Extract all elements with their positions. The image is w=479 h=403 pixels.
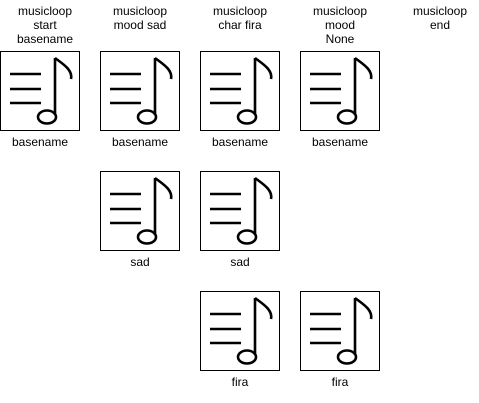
header-line: None <box>325 32 355 46</box>
music-tile-mood-sad-basename[interactable]: basename <box>100 51 180 149</box>
header-line: mood <box>324 18 356 32</box>
tile-label: fira <box>231 375 249 389</box>
header-line: basename <box>16 32 74 46</box>
tile-label: basename <box>311 135 369 149</box>
music-note-icon <box>110 176 173 245</box>
column-header-start: musicloop start basename <box>0 4 90 46</box>
column-header-end: musicloop end <box>395 4 479 32</box>
header-line: musicloop <box>17 4 73 18</box>
music-tile-frame <box>0 51 80 131</box>
column-header-mood-none: musicloop mood None <box>295 4 385 46</box>
music-note-icon <box>110 56 173 125</box>
music-tile-char-fira-basename[interactable]: basename <box>200 51 280 149</box>
header-line: char fira <box>218 18 262 32</box>
music-note-icon <box>310 296 373 365</box>
column-header-mood-sad: musicloop mood sad <box>95 4 185 32</box>
header-line: musicloop <box>412 4 468 18</box>
header-line: musicloop <box>112 4 168 18</box>
tile-label: fira <box>331 375 349 389</box>
music-tile-frame <box>200 291 280 371</box>
tile-label: basename <box>211 135 269 149</box>
music-note-icon <box>310 56 373 125</box>
music-tile-mood-none-fira[interactable]: fira <box>300 291 380 389</box>
music-tile-mood-none-basename[interactable]: basename <box>300 51 380 149</box>
music-tile-frame <box>100 51 180 131</box>
music-tile-frame <box>200 51 280 131</box>
tile-label: basename <box>11 135 69 149</box>
music-tile-start-basename[interactable]: basename <box>0 51 80 149</box>
music-note-icon <box>10 56 73 125</box>
tile-label: sad <box>230 255 250 269</box>
music-tile-frame <box>100 171 180 251</box>
music-tile-char-fira-sad[interactable]: sad <box>200 171 280 269</box>
music-tile-frame <box>200 171 280 251</box>
music-tile-mood-sad-sad[interactable]: sad <box>100 171 180 269</box>
tile-label: basename <box>111 135 169 149</box>
column-header-char-fira: musicloop char fira <box>195 4 285 32</box>
music-tile-char-fira-fira[interactable]: fira <box>200 291 280 389</box>
header-line: mood sad <box>113 18 167 32</box>
header-line: musicloop <box>212 4 268 18</box>
header-line: musicloop <box>312 4 368 18</box>
tile-label: sad <box>130 255 150 269</box>
music-note-icon <box>210 56 273 125</box>
music-tile-frame <box>300 51 380 131</box>
music-note-icon <box>210 296 273 365</box>
music-tile-frame <box>300 291 380 371</box>
header-line: end <box>429 18 451 32</box>
header-line: start <box>33 18 57 32</box>
music-note-icon <box>210 176 273 245</box>
